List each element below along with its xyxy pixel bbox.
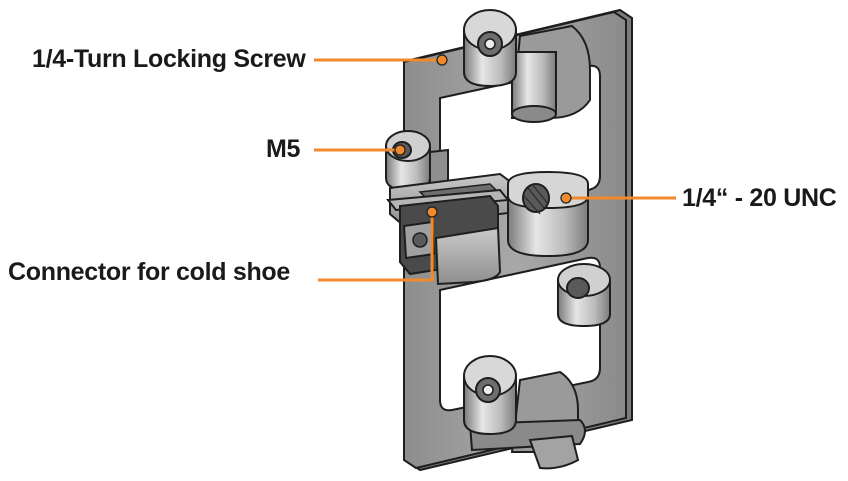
locking-screw-top [463, 9, 591, 123]
locking-screw-label: 1/4-Turn Locking Screw [32, 45, 306, 73]
m5-boss [385, 130, 449, 192]
leader-dot [436, 54, 448, 66]
threaded-hole-icon [566, 277, 590, 299]
lower-boss [557, 263, 611, 328]
base-plate [403, 8, 633, 472]
leader-lines [314, 58, 676, 282]
locking-screw-bottom [463, 355, 586, 470]
unc-label: 1/4“ - 20 UNC [682, 184, 837, 212]
leader-dot [394, 144, 406, 156]
leader-dot [560, 192, 572, 204]
cold-shoe-label: Connector for cold shoe [8, 258, 291, 286]
m5-label: M5 [266, 135, 301, 163]
leader-cold-shoe [318, 212, 434, 282]
unc-boss [507, 170, 589, 258]
cold-shoe-connector [386, 172, 517, 286]
leader-dot [426, 206, 438, 218]
